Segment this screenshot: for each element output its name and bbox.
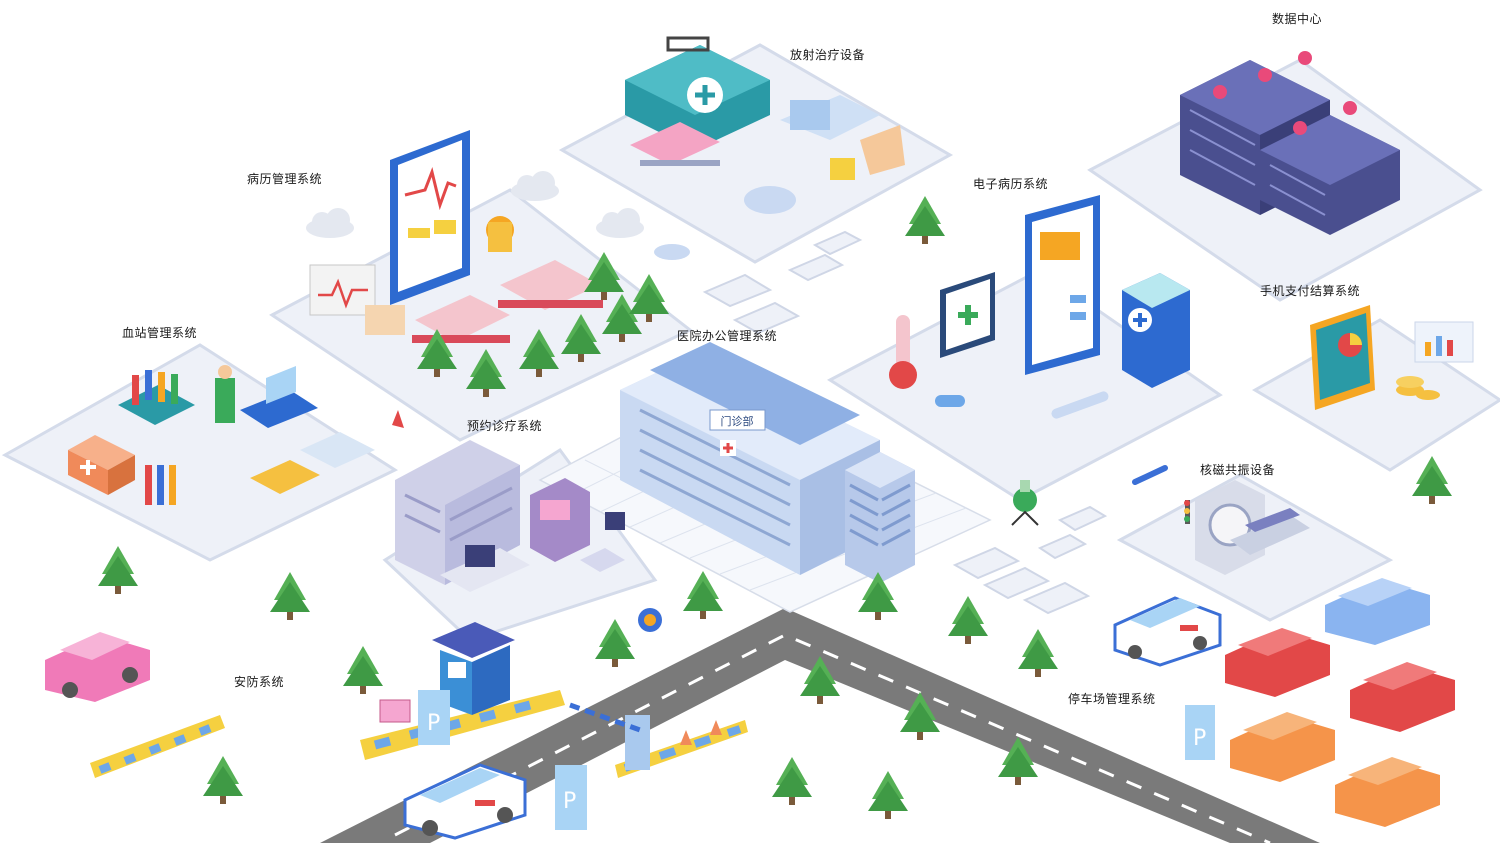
ambulance-icon <box>1113 596 1222 667</box>
label-mri: 核磁共振设备 <box>1200 463 1276 477</box>
coin-stack-icon <box>1396 376 1440 400</box>
label-radiotherapy: 放射治疗设备 <box>790 48 866 62</box>
label-security: 安防系统 <box>234 675 285 689</box>
label-emr: 电子病历系统 <box>973 177 1049 191</box>
parking-sign-icon: P <box>418 690 450 745</box>
thermometer-icon <box>889 315 917 389</box>
barrier-gate-icon <box>569 702 650 770</box>
medical-kit-icon <box>68 435 135 495</box>
label-blood-station: 血站管理系统 <box>122 326 198 340</box>
step-blocks <box>702 230 1108 615</box>
hospital-building-icon: 门诊部 <box>620 342 915 583</box>
car-icon <box>45 632 150 702</box>
ambulance-icon <box>403 763 527 840</box>
label-data-center: 数据中心 <box>1272 12 1323 26</box>
mri-machine-icon <box>1132 465 1310 575</box>
blood-station-equipment <box>68 365 404 505</box>
label-medical-records-mgmt: 病历管理系统 <box>247 172 323 186</box>
label-hospital-office: 医院办公管理系统 <box>677 329 778 343</box>
flask-icon <box>1011 480 1039 526</box>
appointment-equipment <box>395 440 662 632</box>
tablet-icon <box>390 130 470 305</box>
svg-text:P: P <box>563 789 576 814</box>
test-tube-rack-icon <box>118 370 195 425</box>
label-appointment: 预约诊疗系统 <box>467 419 543 433</box>
hospital-bed-icon <box>412 260 603 343</box>
data-server-icon <box>1180 51 1400 235</box>
radiotherapy-equipment <box>625 36 905 214</box>
emr-equipment <box>889 195 1190 419</box>
security-equipment: P P <box>90 622 748 830</box>
svg-text:P: P <box>427 711 440 736</box>
parking-cars: P <box>1185 578 1455 827</box>
label-mobile-payment: 手机支付结算系统 <box>1260 284 1361 298</box>
medical-records-equipment <box>306 130 690 343</box>
mobile-payment-equipment <box>1310 305 1474 410</box>
building-sign: 门诊部 <box>721 414 754 428</box>
label-parking: 停车场管理系统 <box>1068 692 1156 706</box>
svg-text:P: P <box>1193 726 1206 751</box>
